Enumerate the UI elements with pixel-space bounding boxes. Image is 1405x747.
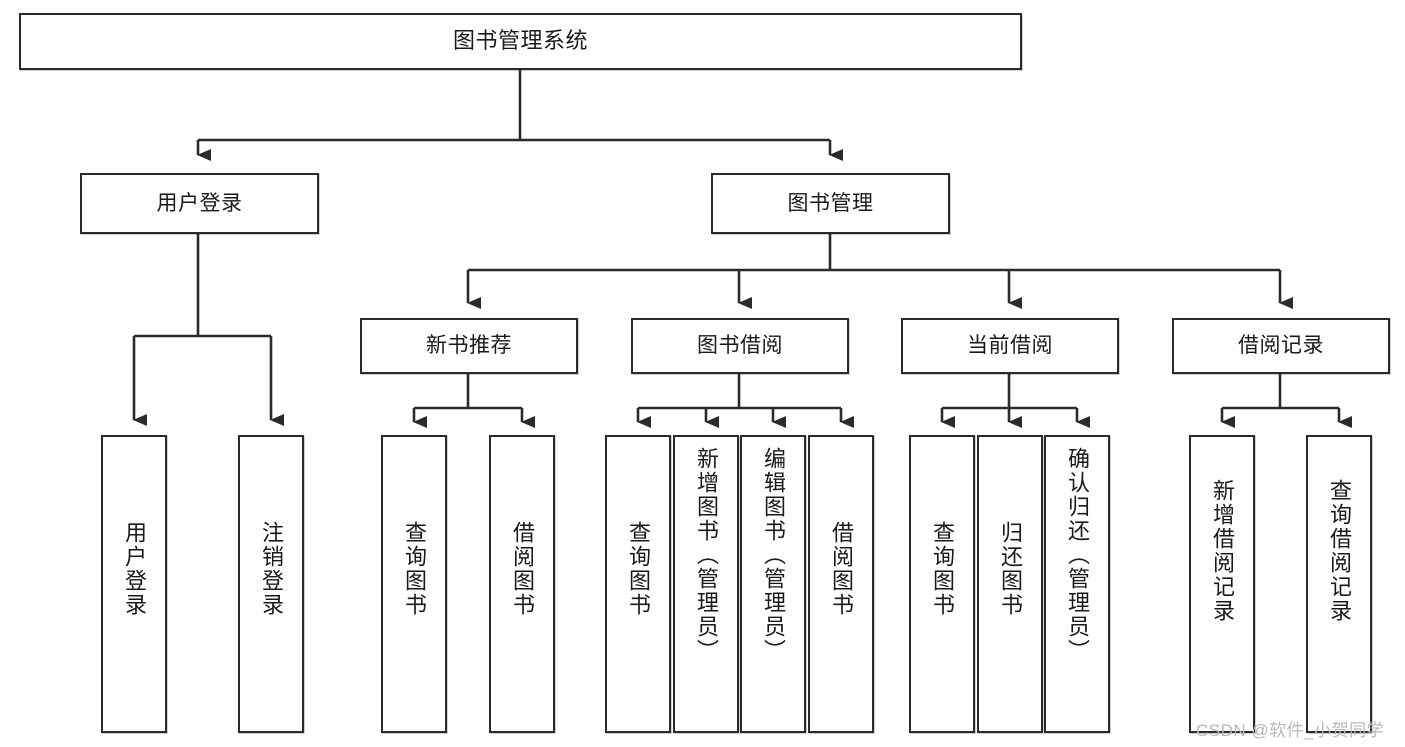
node-current-borrow-label: 当前借阅 <box>967 334 1053 358</box>
node-book-manage[interactable]: 图书管理 <box>711 173 950 234</box>
node-new-book-recommend[interactable]: 新书推荐 <box>360 318 578 374</box>
node-leaf-borrow-book-1-label: 借阅图书 <box>509 521 535 617</box>
node-leaf-return-book[interactable]: 归还图书 <box>977 435 1043 733</box>
node-leaf-query-record[interactable]: 查询借阅记录 <box>1306 435 1372 733</box>
node-new-book-recommend-label: 新书推荐 <box>426 334 512 358</box>
node-leaf-query-book-3-label: 查询图书 <box>929 521 955 617</box>
node-root[interactable]: 图书管理系统 <box>19 13 1022 70</box>
node-leaf-add-book-label: 新增图书（管理员） <box>693 447 719 663</box>
node-book-manage-label: 图书管理 <box>787 191 874 215</box>
node-leaf-query-book-2[interactable]: 查询图书 <box>605 435 671 733</box>
node-leaf-logout-label: 注销登录 <box>258 521 284 617</box>
node-borrow-record-label: 借阅记录 <box>1238 334 1324 358</box>
node-leaf-edit-book[interactable]: 编辑图书（管理员） <box>740 435 806 733</box>
node-root-label: 图书管理系统 <box>452 28 588 54</box>
node-leaf-borrow-book-2[interactable]: 借阅图书 <box>808 435 874 733</box>
node-user-login[interactable]: 用户登录 <box>80 173 319 234</box>
node-leaf-edit-book-label: 编辑图书（管理员） <box>760 447 786 663</box>
node-leaf-query-book-3[interactable]: 查询图书 <box>909 435 975 733</box>
node-leaf-add-record-label: 新增借阅记录 <box>1209 479 1235 623</box>
node-leaf-query-book-1[interactable]: 查询图书 <box>381 435 447 733</box>
node-book-borrow[interactable]: 图书借阅 <box>631 318 849 374</box>
node-leaf-query-record-label: 查询借阅记录 <box>1326 479 1352 623</box>
node-user-login-label: 用户登录 <box>156 191 243 215</box>
node-leaf-confirm-return-label: 确认归还（管理员） <box>1064 447 1090 663</box>
node-book-borrow-label: 图书借阅 <box>697 334 783 358</box>
node-leaf-add-record[interactable]: 新增借阅记录 <box>1189 435 1255 733</box>
node-leaf-confirm-return[interactable]: 确认归还（管理员） <box>1044 435 1110 733</box>
node-leaf-borrow-book-1[interactable]: 借阅图书 <box>489 435 555 733</box>
node-borrow-record[interactable]: 借阅记录 <box>1172 318 1390 374</box>
node-leaf-query-book-1-label: 查询图书 <box>401 521 427 617</box>
node-current-borrow[interactable]: 当前借阅 <box>901 318 1119 374</box>
node-leaf-add-book[interactable]: 新增图书（管理员） <box>673 435 739 733</box>
node-leaf-borrow-book-2-label: 借阅图书 <box>828 521 854 617</box>
csdn-watermark: CSDN @软件_小贺同学 <box>1196 716 1384 741</box>
csdn-watermark-text: CSDN @软件_小贺同学 <box>1196 721 1385 740</box>
node-leaf-return-book-label: 归还图书 <box>997 521 1023 617</box>
node-leaf-logout[interactable]: 注销登录 <box>238 435 304 733</box>
node-leaf-user-login[interactable]: 用户登录 <box>101 435 167 733</box>
node-leaf-user-login-label: 用户登录 <box>121 521 147 617</box>
node-leaf-query-book-2-label: 查询图书 <box>625 521 651 617</box>
